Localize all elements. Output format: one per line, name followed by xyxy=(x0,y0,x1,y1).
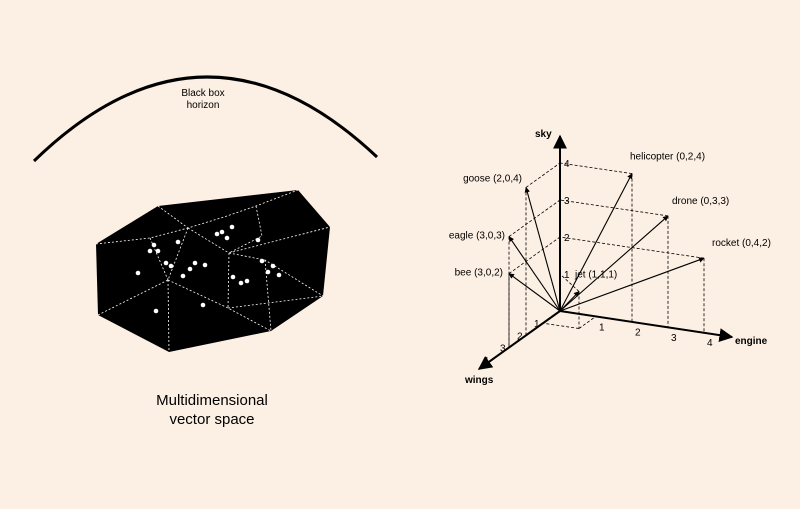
projection-line xyxy=(559,199,669,217)
engine-axis-label: engine xyxy=(735,336,768,347)
caption-line1: Multidimensional xyxy=(156,392,268,409)
vector-point xyxy=(219,229,225,235)
vector-label: helicopter (0,2,4) xyxy=(630,152,705,163)
projection-line xyxy=(578,315,597,329)
vector-point xyxy=(244,278,250,284)
vector-point xyxy=(229,224,235,230)
wings-axis-label: wings xyxy=(464,375,494,386)
vector-point xyxy=(180,273,186,279)
vector-arrow xyxy=(559,257,705,312)
vector-label: drone (0,3,3) xyxy=(672,196,729,207)
vector-label: eagle (3,0,3) xyxy=(449,231,505,242)
sky-tick-label: 2 xyxy=(564,233,570,244)
projection-line xyxy=(525,162,561,188)
vector-arrow xyxy=(559,215,669,312)
projection-line xyxy=(542,322,580,329)
vector-point xyxy=(200,302,206,308)
wings-tick-label: 1 xyxy=(534,319,540,330)
vector-point xyxy=(187,266,193,272)
vector-point xyxy=(238,280,244,286)
wings-tick-label: 3 xyxy=(500,344,506,355)
engine-tick-label: 4 xyxy=(707,338,713,349)
vector-point xyxy=(163,260,169,266)
vector-point xyxy=(255,237,261,243)
vector-point xyxy=(168,263,174,269)
projection-line xyxy=(508,236,561,274)
engine-tick-label: 2 xyxy=(635,328,641,339)
wings-axis xyxy=(477,310,561,370)
vector-point xyxy=(270,263,276,269)
vector-arrow xyxy=(559,173,633,312)
horizon-label-line1: Black box xyxy=(181,88,224,99)
vector-space-mesh xyxy=(95,189,331,353)
vector-label: goose (2,0,4) xyxy=(463,173,522,184)
vector-arrow xyxy=(508,236,561,312)
vector-label: bee (3,0,2) xyxy=(455,268,503,279)
engine-tick-label: 1 xyxy=(599,322,605,333)
vector-point xyxy=(147,248,153,254)
vector-point xyxy=(265,269,271,275)
horizon-arc xyxy=(32,75,379,163)
vector-point xyxy=(259,258,265,264)
vector-point xyxy=(202,262,208,268)
wings-tick-label: 4 xyxy=(483,356,489,367)
engine-tick-label: 3 xyxy=(671,333,677,344)
vector-point xyxy=(175,239,181,245)
vectors: jet (1,1,1) bee (3,0,2) eagle (3,0,3) goose… xyxy=(449,152,771,312)
sky-tick-label: 1 xyxy=(564,270,570,281)
sky-tick-label: 3 xyxy=(564,196,570,207)
vector-points xyxy=(135,224,282,314)
vector-point xyxy=(214,231,220,237)
vector-point xyxy=(224,235,230,241)
vector-space-shape xyxy=(96,190,330,352)
black-box-panel: Black box horizon Multidimensional vecto… xyxy=(32,75,379,428)
caption-line2: vector space xyxy=(169,411,254,428)
vector-label: jet (1,1,1) xyxy=(574,270,617,281)
projection-line xyxy=(559,273,580,292)
vector-point xyxy=(276,272,282,278)
vector-point xyxy=(151,242,157,248)
vector-label: rocket (0,4,2) xyxy=(712,238,771,249)
projection-line xyxy=(559,162,633,174)
wings-tick-label: 2 xyxy=(517,331,523,342)
vector-point xyxy=(155,248,161,254)
horizon-label-line2: horizon xyxy=(187,100,220,111)
engine-axis xyxy=(559,310,734,343)
sky-tick-label: 4 xyxy=(564,159,570,170)
vector-arrow xyxy=(524,186,561,312)
vector-point xyxy=(153,308,159,314)
vector-point xyxy=(192,260,198,266)
vector-point xyxy=(135,270,141,276)
sky-axis-label: sky xyxy=(535,129,552,140)
vector-point xyxy=(230,274,236,280)
vector-arrow xyxy=(508,273,561,312)
